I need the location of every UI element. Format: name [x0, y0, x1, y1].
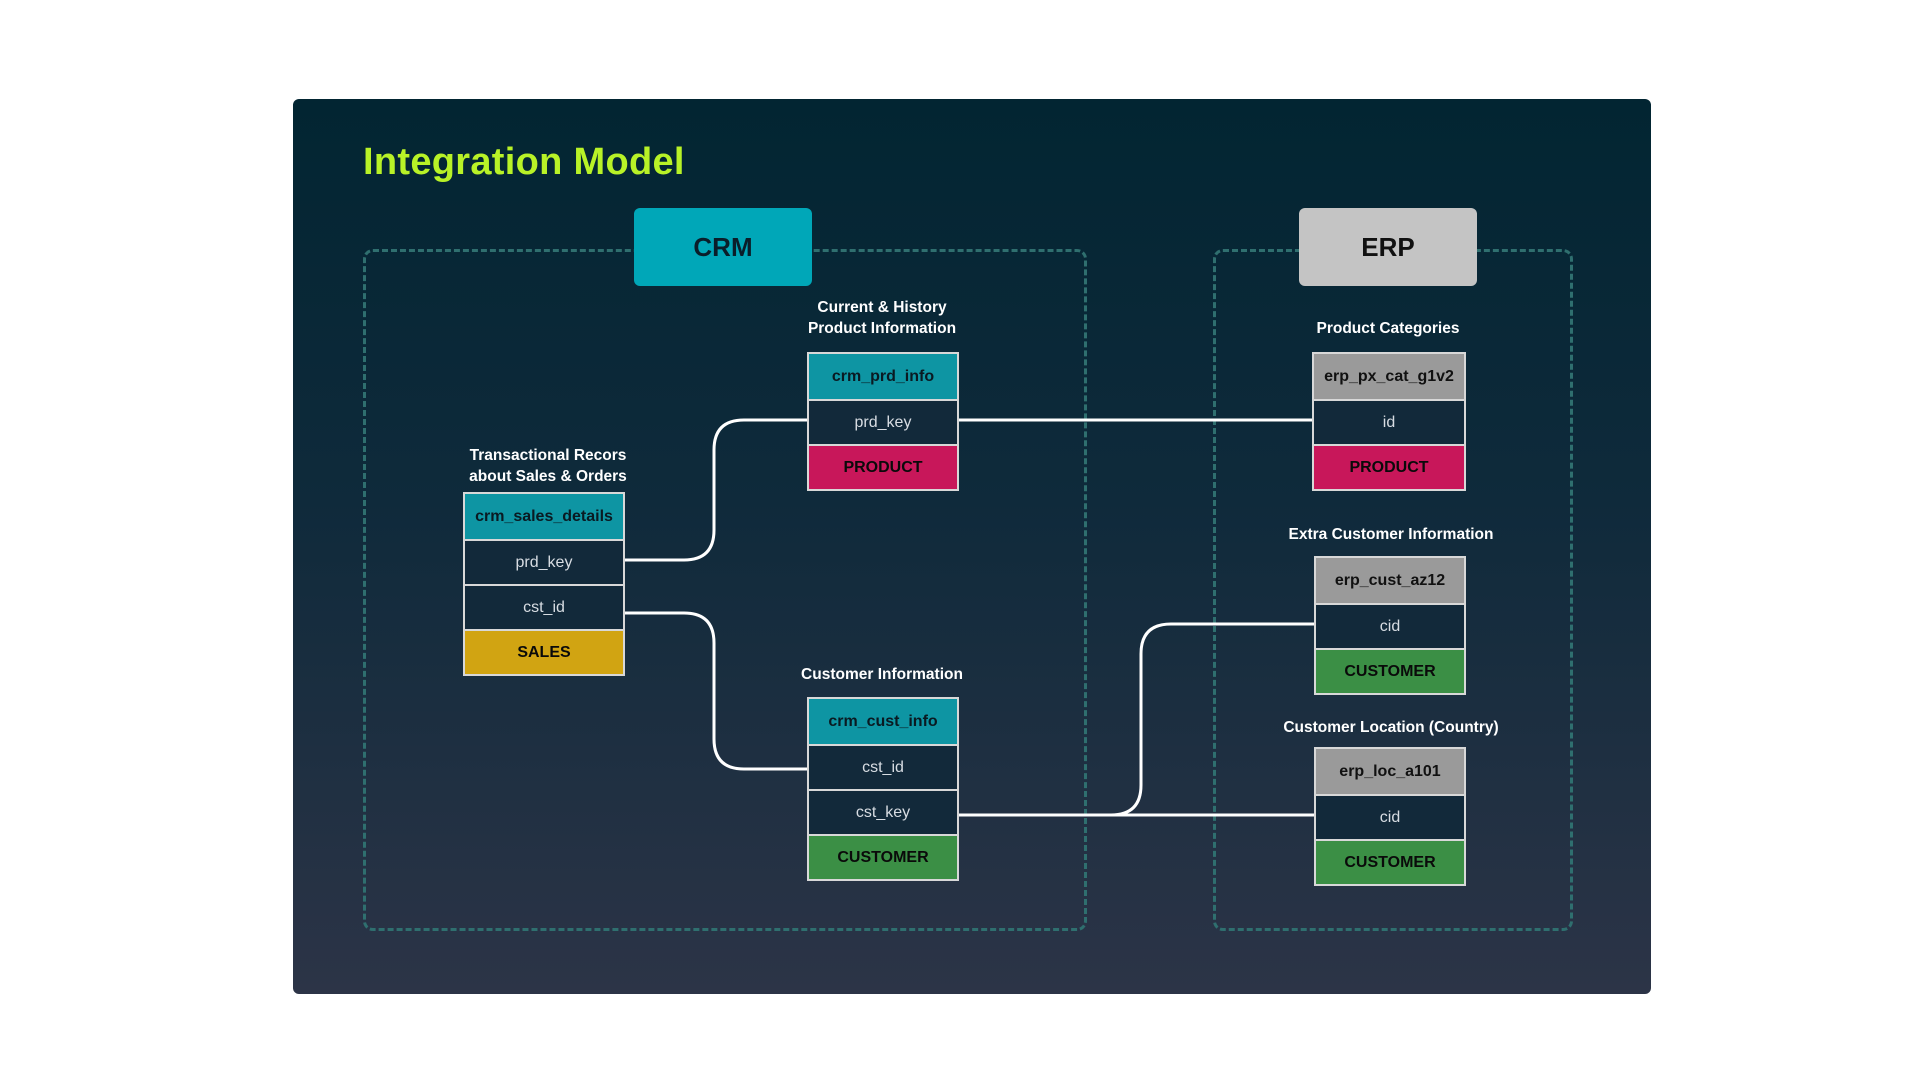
- entity-tag-customer: CUSTOMER: [1316, 839, 1464, 884]
- table-name: crm_sales_details: [465, 494, 623, 539]
- table-name: crm_prd_info: [809, 354, 957, 399]
- column-cid: cid: [1316, 794, 1464, 839]
- link-cust-key-to-cust-az12: [958, 622, 1315, 817]
- crm-badge: CRM: [634, 208, 812, 286]
- column-cst-id: cst_id: [809, 744, 957, 789]
- sales-details-caption-line1: Transactional Recors: [469, 447, 627, 464]
- cust-az12-caption-line1: Extra Customer Information: [1288, 526, 1494, 543]
- column-prd-key: prd_key: [809, 399, 957, 444]
- px-cat-caption: Product Categories: [1268, 318, 1508, 339]
- prd-info-caption-line1: Current & History: [817, 299, 947, 316]
- table-erp-loc-a101[interactable]: erp_loc_a101 cid CUSTOMER: [1314, 747, 1466, 886]
- table-name: erp_cust_az12: [1316, 558, 1464, 603]
- table-erp-cust-az12[interactable]: erp_cust_az12 cid CUSTOMER: [1314, 556, 1466, 695]
- table-erp-px-cat-g1v2[interactable]: erp_px_cat_g1v2 id PRODUCT: [1312, 352, 1466, 491]
- sales-details-caption: Transactional Recors about Sales & Order…: [428, 445, 668, 487]
- column-id: id: [1314, 399, 1464, 444]
- entity-tag-product: PRODUCT: [1314, 444, 1464, 489]
- column-cid: cid: [1316, 603, 1464, 648]
- column-cst-key: cst_key: [809, 789, 957, 834]
- cust-az12-caption: Extra Customer Information: [1261, 524, 1521, 545]
- table-name: erp_px_cat_g1v2: [1314, 354, 1464, 399]
- table-name: crm_cust_info: [809, 699, 957, 744]
- table-crm-prd-info[interactable]: crm_prd_info prd_key PRODUCT: [807, 352, 959, 491]
- loc-a101-caption: Customer Location (Country): [1256, 717, 1526, 738]
- entity-tag-customer: CUSTOMER: [1316, 648, 1464, 693]
- column-cst-id: cst_id: [465, 584, 623, 629]
- prd-info-caption-line2: Product Information: [807, 320, 957, 337]
- table-crm-cust-info[interactable]: crm_cust_info cst_id cst_key CUSTOMER: [807, 697, 959, 881]
- cust-info-caption: Customer Information: [762, 664, 1002, 685]
- link-sales-prd-key-to-prd-info: [623, 418, 808, 562]
- column-prd-key: prd_key: [465, 539, 623, 584]
- integration-model-panel: Integration Model CRM ERP Transactional …: [293, 99, 1651, 994]
- prd-info-caption: Current & History Product Information: [762, 297, 1002, 339]
- cust-info-caption-line1: Customer Information: [801, 666, 963, 683]
- relationship-lines: [623, 418, 1315, 817]
- entity-tag-sales: SALES: [465, 629, 623, 674]
- px-cat-caption-line1: Product Categories: [1316, 320, 1460, 337]
- loc-a101-caption-line1: Customer Location (Country): [1283, 719, 1499, 736]
- diagram-title: Integration Model: [363, 141, 685, 183]
- sales-details-caption-line2: about Sales & Orders: [469, 468, 627, 485]
- table-name: erp_loc_a101: [1316, 749, 1464, 794]
- entity-tag-customer: CUSTOMER: [809, 834, 957, 879]
- entity-tag-product: PRODUCT: [809, 444, 957, 489]
- link-sales-cst-id-to-cust-info: [623, 611, 808, 771]
- erp-badge: ERP: [1299, 208, 1477, 286]
- table-crm-sales-details[interactable]: crm_sales_details prd_key cst_id SALES: [463, 492, 625, 676]
